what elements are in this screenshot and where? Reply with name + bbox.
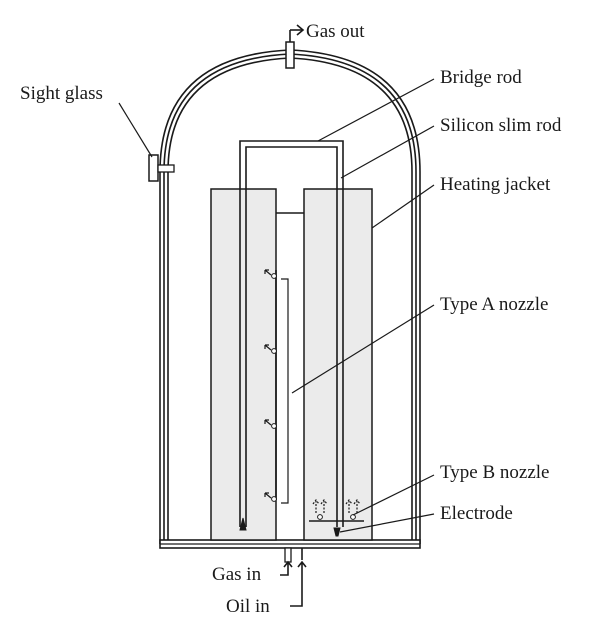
electrode-right (333, 527, 341, 537)
type-b-nozzle-1-arrows (312, 499, 328, 513)
labels: Gas out Sight glass Bridge rod Silicon s… (20, 21, 562, 617)
gas-out-pipe (285, 41, 295, 69)
reactor-vessel (159, 49, 421, 544)
silicon-slim-rod-outer (239, 140, 344, 527)
leader-sight-glass (118, 102, 153, 158)
type-b-nozzle-2-arrows (345, 499, 361, 513)
gas-out-nozzle (285, 24, 305, 69)
oil-in-arrow (290, 560, 307, 607)
leader-type-b-nozzle (352, 474, 435, 516)
sight-glass (148, 154, 175, 182)
label-sight-glass: Sight glass (20, 83, 103, 104)
leader-lines (118, 78, 435, 533)
leader-bridge-rod (317, 78, 435, 142)
label-gas-in: Gas in (212, 564, 262, 585)
type-a-nozzle-2-arrow (264, 344, 272, 351)
type-a-nozzle-2 (271, 348, 277, 354)
gas-in-arrow (280, 560, 293, 576)
label-heating-jacket: Heating jacket (440, 174, 551, 195)
label-bridge-rod: Bridge rod (440, 67, 522, 88)
heating-jacket (210, 188, 373, 541)
leader-electrode (339, 513, 435, 533)
label-electrode: Electrode (440, 503, 513, 524)
gas-out-arrowhead (296, 24, 305, 36)
type-b-nozzle-1 (317, 514, 323, 520)
label-oil-in: Oil in (226, 596, 270, 617)
leader-heating-jacket (371, 184, 435, 229)
leader-silicon-slim-rod (340, 125, 435, 179)
base-plate (159, 539, 421, 549)
label-type-a-nozzle: Type A nozzle (440, 294, 548, 315)
vessel-wall-inner (167, 57, 413, 544)
heating-jacket-left (210, 188, 277, 541)
sight-glass-body (148, 154, 159, 182)
type-a-nozzle-3-arrow (264, 419, 272, 426)
electrode-left (239, 517, 247, 531)
label-type-b-nozzle: Type B nozzle (440, 462, 549, 483)
type-a-nozzle-4-arrow (264, 492, 272, 499)
type-b-nozzle-2 (350, 514, 356, 520)
silicon-rods (239, 140, 344, 537)
vessel-wall-outer (159, 49, 421, 544)
type-a-nozzle-4 (271, 496, 277, 502)
label-gas-out: Gas out (306, 21, 365, 42)
type-a-nozzles (264, 269, 289, 504)
inlets (280, 547, 307, 607)
type-a-nozzle-3 (271, 423, 277, 429)
type-a-nozzle-1 (271, 273, 277, 279)
leader-type-a-nozzle (291, 304, 435, 394)
label-silicon-slim-rod: Silicon slim rod (440, 115, 562, 136)
vessel-wall-middle (163, 53, 417, 544)
silicon-slim-rod-inner (245, 146, 338, 527)
type-a-nozzle-1-arrow (264, 269, 272, 276)
type-b-nozzles (309, 499, 364, 522)
sight-glass-neck (157, 164, 175, 173)
type-a-nozzle-bracket (281, 278, 289, 504)
gas-in-pipe (284, 547, 292, 563)
